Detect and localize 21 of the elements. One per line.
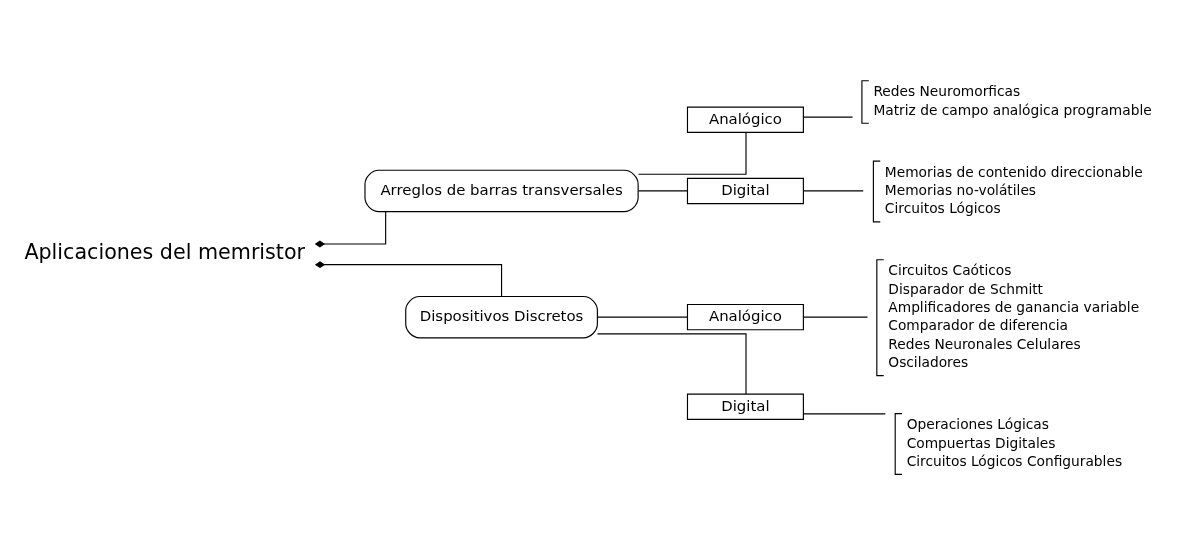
node-box: Digital — [686, 393, 804, 420]
connector — [802, 316, 869, 318]
connector — [314, 261, 503, 297]
node-text: Memorias de contenido direccionable Memorias no-volátiles Circuitos Lógicos — [884, 163, 1143, 217]
node-box: Arreglos de barras transversales — [364, 169, 639, 213]
node-box: Analógico — [686, 106, 804, 133]
connector — [314, 211, 387, 248]
connector — [802, 413, 886, 415]
node-text: Circuitos Caóticos Disparador de Schmitt Amplificadores de ganancia variable Comparador de diferencia Redes Neuronales Celulares Osciladores — [888, 262, 1140, 371]
connector — [637, 131, 747, 175]
node-box: Dispositivos Discretos — [405, 295, 598, 339]
connector — [596, 333, 747, 395]
connector — [597, 316, 688, 318]
connector — [637, 190, 688, 192]
node-text: Operaciones Lógicas Compuertas Digitales Circuitos Lógicos Configurables — [906, 416, 1123, 469]
node-box: Digital — [686, 177, 804, 205]
connector — [802, 116, 854, 118]
node-text: Redes Neuromorficas Matriz de campo analógica programable — [873, 83, 1152, 118]
node-text: Aplicaciones del memristor — [24, 240, 306, 265]
connector — [802, 190, 864, 192]
node-box: Analógico — [686, 303, 804, 331]
